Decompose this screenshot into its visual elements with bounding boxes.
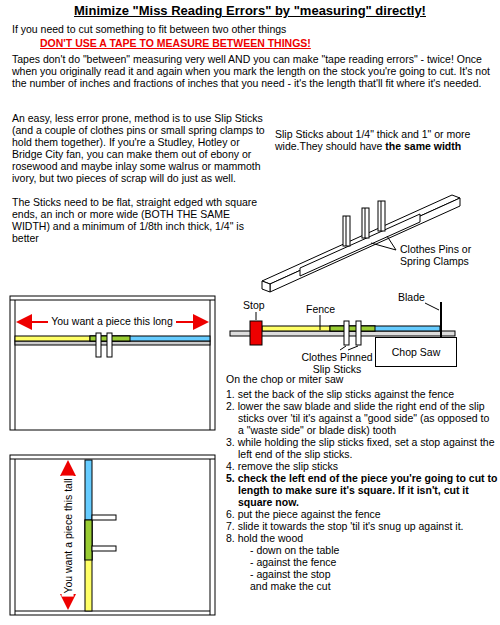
instruction-step: 6. put the piece against the fence	[226, 508, 498, 520]
body-paragraph: The Sticks need to be flat, straight edg…	[12, 196, 270, 244]
leader-line	[340, 346, 346, 350]
callout-text: the same width	[385, 140, 461, 152]
cabinet-tall	[10, 455, 215, 615]
clothes-pin	[356, 321, 361, 345]
pin-line	[365, 208, 366, 238]
clothes-pin	[362, 208, 369, 238]
pin-line	[381, 201, 382, 231]
page-title: Minimize "Miss Reading Errors" by "measu…	[0, 3, 500, 18]
cabinet-top	[10, 459, 215, 460]
cabinet-outline	[10, 296, 215, 430]
instruction-step: 5. check the left end of the piece you'r…	[226, 472, 498, 508]
cabinet-bottom	[15, 611, 210, 612]
body-paragraph: Tapes don't do "between" measuring very …	[12, 53, 494, 89]
warning-note: DON'T USE A TAPE TO MEASURE BETWEEN THIN…	[40, 37, 480, 49]
stick-end	[262, 281, 270, 292]
clothes-pin	[344, 321, 349, 345]
instruction-step: 8. hold the wood	[226, 532, 498, 544]
body-paragraph: An easy, less error prone, method is to …	[12, 112, 270, 184]
instruction-step: 4. remove the slip sticks	[226, 460, 498, 472]
instruction-step: 1. set the back of the slip sticks again…	[226, 388, 498, 400]
instruction-step: 7. slide it towards the stop 'til it's s…	[226, 520, 498, 532]
instruction-heading: On the chop or miter saw	[226, 373, 498, 385]
stick-top	[262, 195, 460, 284]
dimension-label: You want a piece this tall	[62, 475, 74, 596]
leader-line	[256, 312, 257, 320]
leader-line	[348, 346, 358, 350]
cabinet-side	[15, 300, 16, 430]
dimension-label: You want a piece this long	[48, 315, 176, 327]
instruction-substep: - against the fence	[226, 556, 498, 568]
cabinet-side	[210, 459, 211, 615]
clothes-pin	[92, 515, 116, 520]
part-label: Clothes Pinned Slip Sticks	[292, 351, 382, 375]
part-label: Stop	[243, 299, 265, 311]
intro-note: If you need to cut something to fit betw…	[12, 23, 492, 35]
clothes-pin	[107, 333, 112, 357]
clothes-pin	[378, 201, 385, 231]
instruction-step: 2. lower the saw blade and slide the rig…	[226, 400, 498, 436]
slip-stick-yellow	[85, 520, 92, 611]
cabinet-outline	[10, 455, 215, 615]
cabinet-side	[15, 459, 16, 615]
callout-text: Clothes Pins or Spring Clamps	[400, 243, 495, 267]
instruction-step: 3. while holding the slip sticks fixed, …	[226, 436, 498, 460]
leader-line	[320, 315, 321, 330]
leader-line	[425, 303, 439, 310]
cabinet-top	[10, 300, 215, 301]
stop-block	[250, 321, 262, 345]
saw-box: Chop Saw	[375, 337, 457, 367]
slip-stick-yellow	[15, 336, 130, 341]
slip-stick-overlap	[85, 520, 92, 560]
instruction-substep: and make the cut	[226, 580, 498, 592]
leader-line	[371, 243, 396, 250]
blade	[440, 302, 442, 337]
instruction-substep: - against the stop	[226, 568, 498, 580]
part-label: Blade	[398, 291, 425, 303]
cabinet-side	[210, 300, 211, 430]
cabinet-long	[10, 296, 215, 430]
slip-text-group: Slip Sticks about 1/4" thick and 1" or m…	[275, 128, 475, 152]
pin-line	[346, 216, 347, 246]
fence	[230, 331, 455, 336]
clothes-pin	[343, 216, 350, 246]
clothes-pin	[96, 333, 101, 357]
steps-text-group: On the chop or miter saw 1. set the back …	[226, 373, 498, 592]
saw-label: Chop Saw	[392, 346, 440, 358]
part-label: Fence	[306, 303, 335, 315]
clothes-pin	[92, 546, 116, 551]
slip-stick-overlap	[330, 326, 375, 331]
instruction-substep: - down on the table	[226, 544, 498, 556]
slip-stick-blue	[85, 460, 92, 560]
